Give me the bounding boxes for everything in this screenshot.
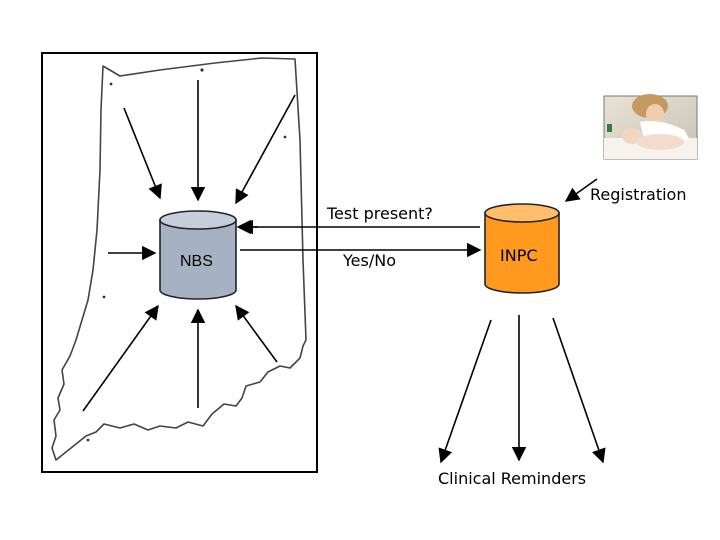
query-label: Test present? [327,204,433,223]
output-arrows [438,315,606,464]
arrow-sw [82,304,159,412]
inpc-cylinder-top [484,203,560,223]
arrow-nw [123,107,162,200]
inpc-cylinder-body [484,212,560,294]
output-arrow-right [552,317,606,464]
map-dot [283,135,287,139]
clinical-reminders-label: Clinical Reminders [438,469,587,488]
registration-arrow [564,178,598,202]
registration-label: Registration [590,185,687,204]
arrow-se [235,304,278,363]
response-label: Yes/No [343,251,396,270]
inpc-label: INPC [500,246,538,265]
map-dot [86,438,90,442]
map-dot [200,68,204,72]
output-arrow-left [438,319,492,464]
map-dot [109,82,113,86]
arrow-ne [235,94,296,205]
nbs-database [159,210,237,300]
nbs-cylinder-body [159,219,237,300]
registration-photo [603,94,698,160]
nbs-cylinder-top [159,210,237,230]
nbs-label: NBS [180,253,213,270]
map-dot [102,295,106,299]
inpc-database [484,203,560,294]
